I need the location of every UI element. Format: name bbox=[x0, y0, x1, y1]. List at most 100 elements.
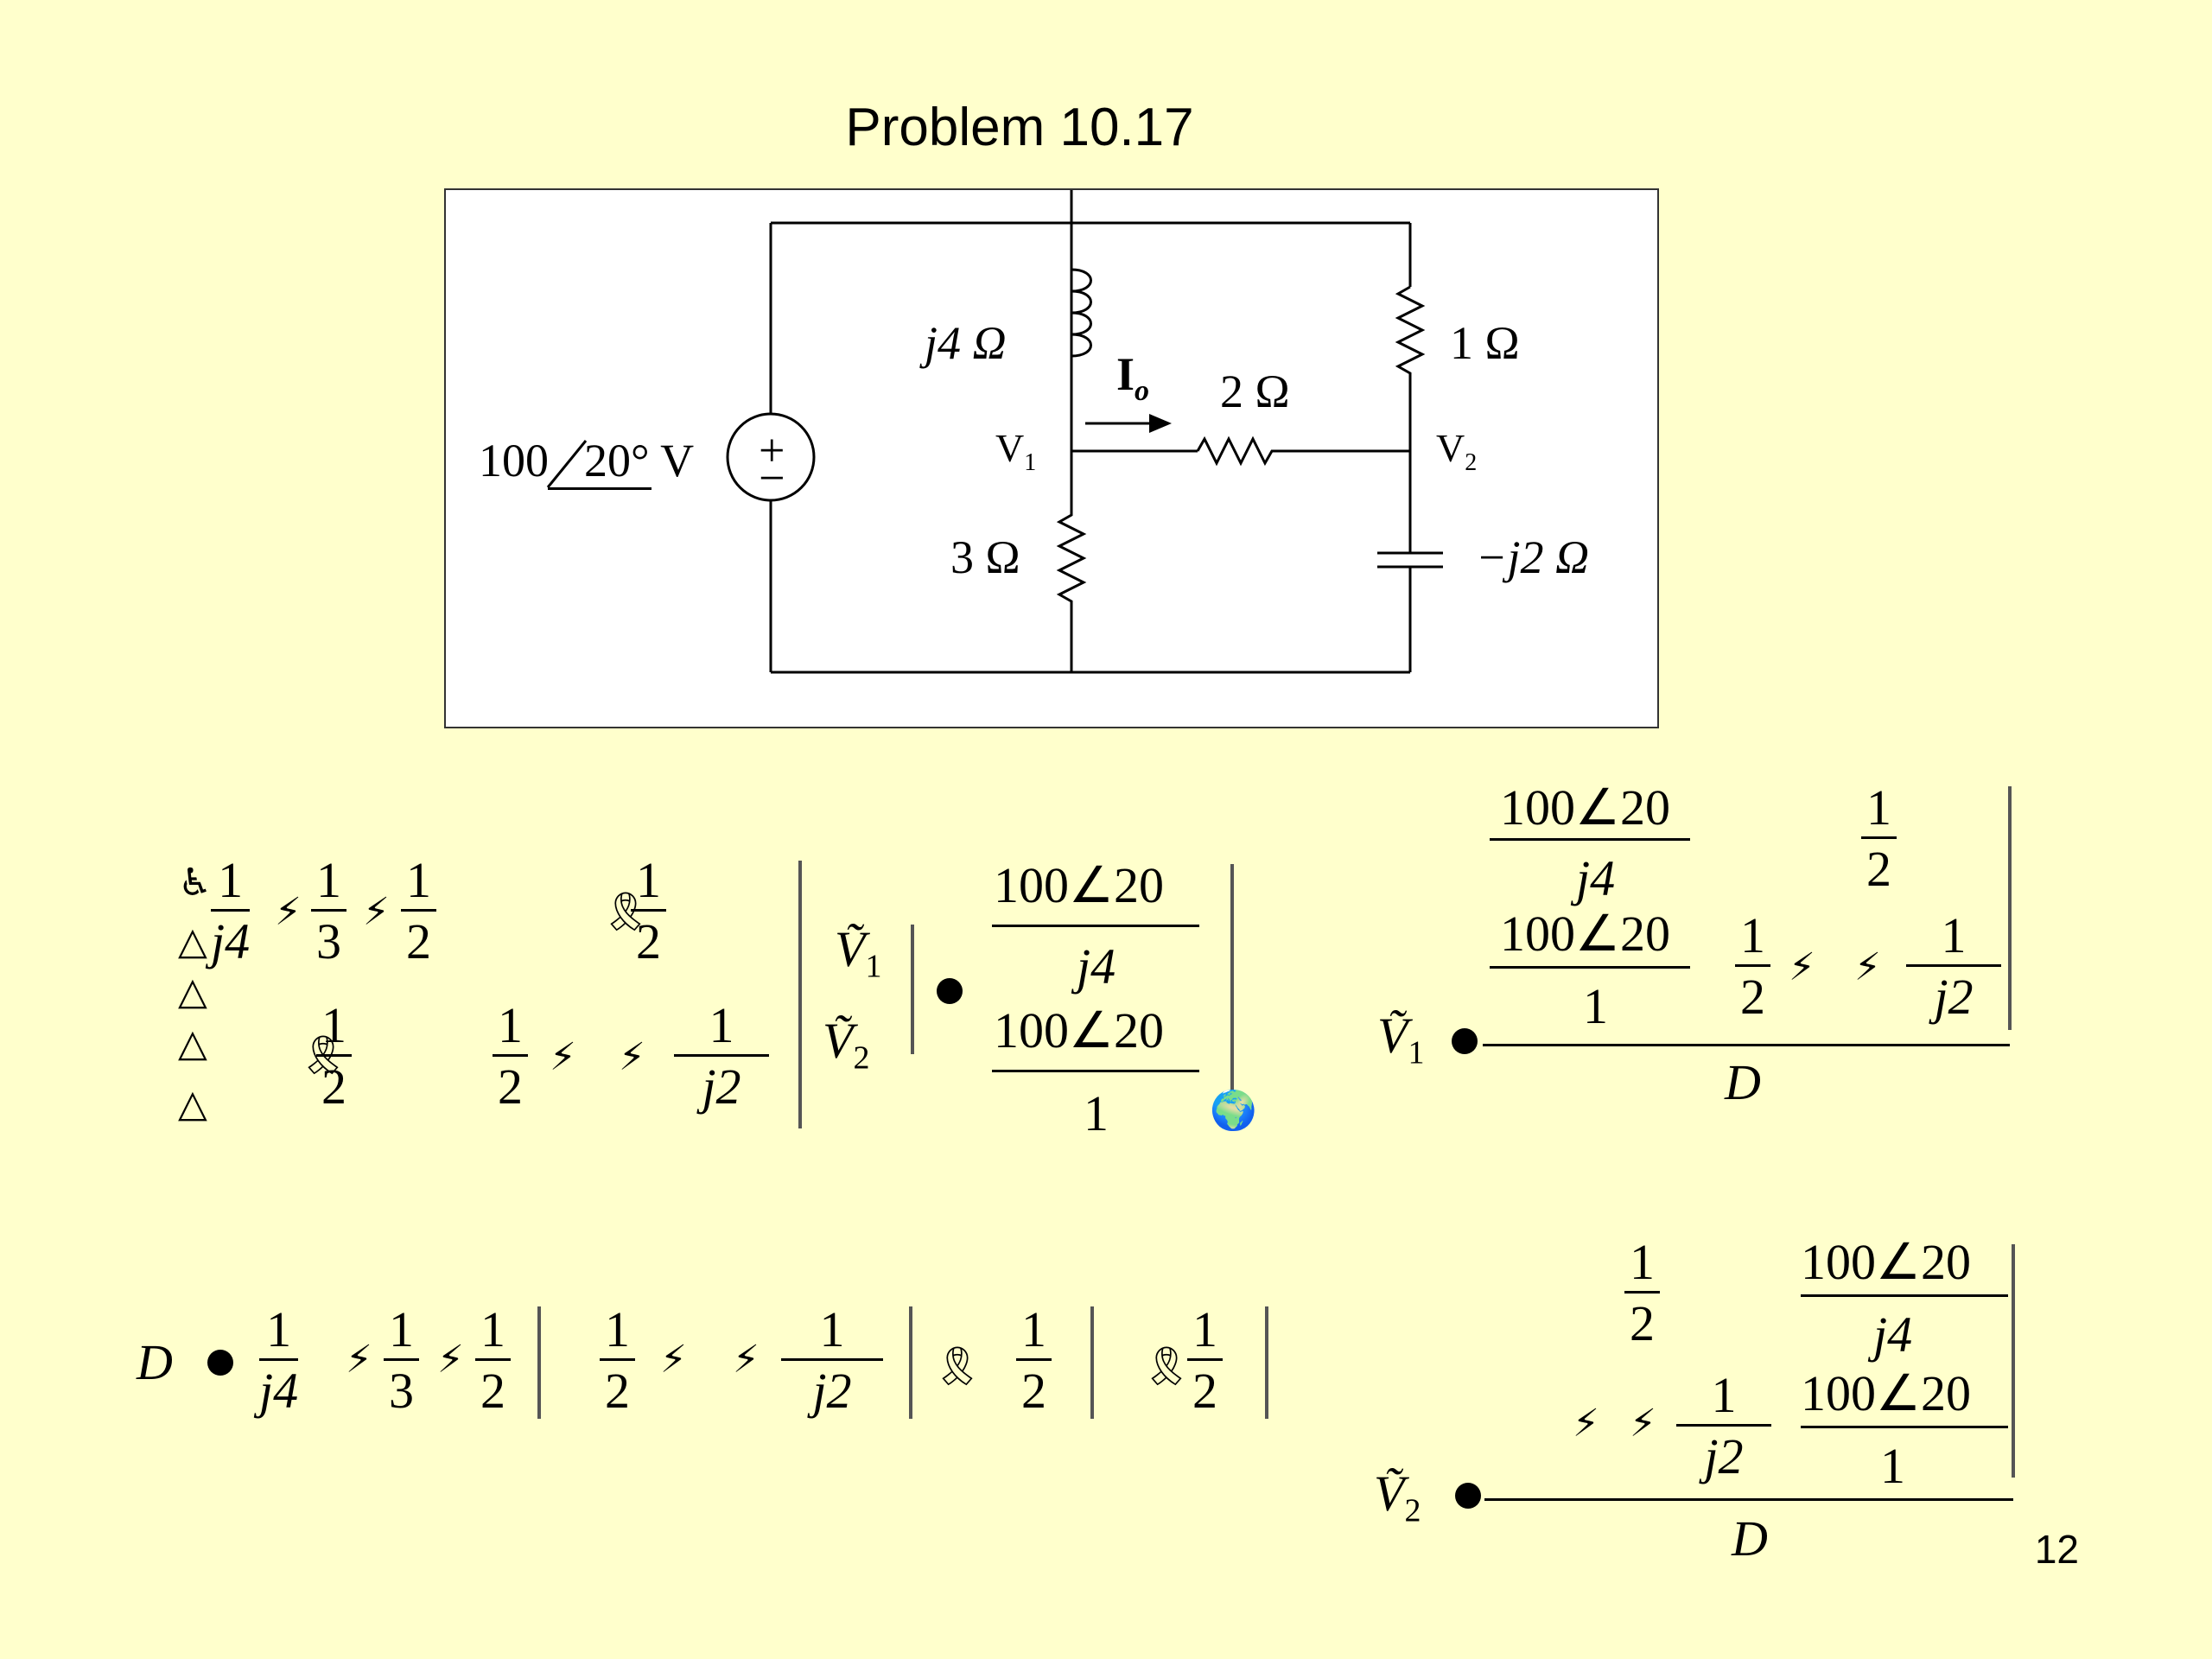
resistor-3-label: 3 Ω bbox=[950, 531, 1020, 583]
v2-top-rule bbox=[1801, 1294, 2008, 1297]
v1-bot-den: 1 bbox=[1583, 978, 1608, 1034]
bolt-glyph-1: ⚡ bbox=[275, 890, 302, 934]
resistor-2-label: 2 Ω bbox=[1220, 365, 1290, 417]
angle-underline bbox=[548, 487, 652, 490]
circuit-diagram: + − 100 20° V j4 Ω 3 Ω 2 Ω 1 Ω −j2 Ω Io … bbox=[444, 188, 1659, 728]
v2-bot-rule bbox=[1801, 1426, 2008, 1428]
vector-v2: Ṽ2 bbox=[823, 1013, 870, 1077]
v1-bot-num: 100∠20 bbox=[1500, 906, 1670, 962]
v1-denominator: D bbox=[1725, 1054, 1761, 1110]
node-v2-label: V2 bbox=[1436, 426, 1478, 477]
v1-lhs: Ṽ1 bbox=[1377, 1007, 1425, 1071]
node-v1-label: V1 bbox=[995, 426, 1037, 477]
source-angle: 20° V bbox=[584, 435, 695, 486]
rhs-top-rule bbox=[992, 925, 1199, 927]
det-bolt-4: ⚡ bbox=[733, 1338, 760, 1382]
rhs-bot-num: 100∠20 bbox=[994, 1002, 1164, 1058]
det-lhs: D bbox=[137, 1334, 173, 1390]
resistor-3 bbox=[1056, 451, 1087, 672]
bolt-glyph-3: ⚡ bbox=[550, 1035, 576, 1079]
det-bracket-1 bbox=[537, 1306, 541, 1419]
v1-bolt-2: ⚡ bbox=[1854, 945, 1881, 989]
v1-top-num: 100∠20 bbox=[1500, 779, 1670, 836]
v2-main-rule bbox=[1484, 1498, 2013, 1501]
wheelchair-glyph: ♿ bbox=[178, 861, 213, 905]
det-equals-dot bbox=[207, 1350, 233, 1376]
inductor-label: j4 Ω bbox=[925, 317, 1007, 369]
v1-right-bracket bbox=[2008, 786, 2012, 1030]
current-arrow-head bbox=[1149, 414, 1172, 433]
det-bolt-1: ⚡ bbox=[346, 1338, 372, 1382]
triangle-glyph-2: △ bbox=[178, 969, 207, 1014]
matrix-right-bracket bbox=[798, 861, 802, 1128]
source-minus-sign: − bbox=[759, 452, 785, 504]
bolt-glyph-4: ⚡ bbox=[619, 1035, 645, 1079]
v1-bot-rule bbox=[1490, 966, 1690, 969]
v2-bolt-1: ⚡ bbox=[1573, 1402, 1599, 1446]
bolt-glyph-2: ⚡ bbox=[363, 890, 390, 934]
det-ribbon-2: 🎗 bbox=[1142, 1344, 1191, 1389]
resistor-1 bbox=[1395, 285, 1426, 451]
resistor-2 bbox=[1196, 435, 1410, 467]
inductor-coil bbox=[1071, 268, 1092, 358]
rhs-right-bracket bbox=[1230, 864, 1234, 1128]
v1-bolt-1: ⚡ bbox=[1789, 945, 1815, 989]
ribbon-glyph-2: 🎗 bbox=[601, 890, 650, 934]
voltage-source bbox=[726, 412, 816, 502]
triangle-glyph-1: △ bbox=[178, 919, 207, 963]
v2-bot-num: 100∠20 bbox=[1801, 1365, 1971, 1421]
rhs-bot-den: 1 bbox=[1084, 1085, 1109, 1141]
angle-slash bbox=[546, 440, 588, 488]
det-bracket-2 bbox=[909, 1306, 912, 1419]
v1-main-rule bbox=[1483, 1044, 2010, 1046]
capacitor-label: −j2 Ω bbox=[1476, 531, 1589, 583]
vector-v1: Ṽ1 bbox=[835, 921, 882, 985]
resistor-1-label: 1 Ω bbox=[1450, 317, 1520, 369]
rhs-bot-rule bbox=[992, 1070, 1199, 1072]
current-label: Io bbox=[1116, 348, 1150, 407]
globe-glyph: 🌍 bbox=[1210, 1089, 1257, 1133]
source-magnitude: 100 bbox=[479, 435, 549, 486]
v1-top-den: j4 bbox=[1576, 850, 1616, 906]
v2-lhs: Ṽ2 bbox=[1374, 1465, 1421, 1529]
det-bolt-3: ⚡ bbox=[660, 1338, 687, 1382]
circuit-wires bbox=[726, 190, 1443, 674]
vector-right-bracket bbox=[911, 925, 914, 1054]
det-bracket-4 bbox=[1265, 1306, 1268, 1419]
rhs-top-num: 100∠20 bbox=[994, 857, 1164, 913]
v2-bolt-2: ⚡ bbox=[1630, 1402, 1656, 1446]
v1-top-rule bbox=[1490, 838, 1690, 841]
v2-top-den: j4 bbox=[1873, 1306, 1913, 1363]
triangle-glyph-3: △ bbox=[178, 1021, 207, 1065]
triangle-glyph-4: △ bbox=[178, 1082, 207, 1126]
slide-title: Problem 10.17 bbox=[845, 98, 1194, 157]
det-bolt-2: ⚡ bbox=[437, 1338, 464, 1382]
det-bracket-3 bbox=[1090, 1306, 1094, 1419]
v2-equals-dot bbox=[1455, 1483, 1481, 1509]
rhs-top-den: j4 bbox=[1077, 938, 1116, 995]
source-plus-sign: + bbox=[759, 424, 785, 476]
equals-dot bbox=[937, 978, 963, 1004]
page-number: 12 bbox=[2034, 1527, 2079, 1572]
v2-denominator: D bbox=[1732, 1510, 1768, 1567]
v1-equals-dot bbox=[1452, 1028, 1478, 1054]
v2-right-bracket bbox=[2012, 1244, 2015, 1478]
